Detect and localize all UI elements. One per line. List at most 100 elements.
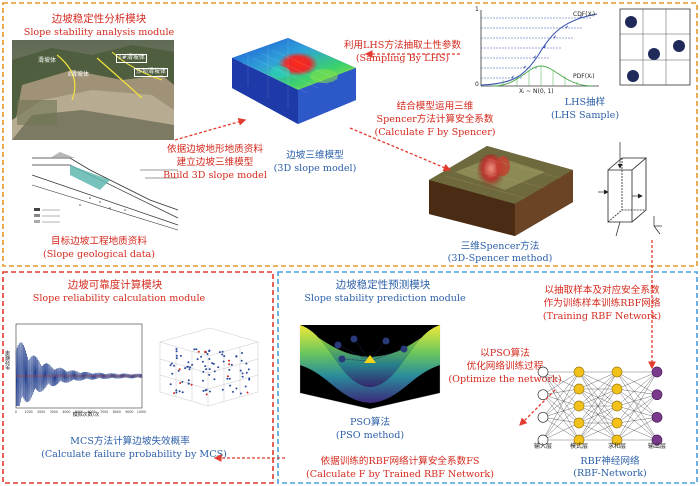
scatter-point: [217, 366, 220, 369]
scatter-point: [208, 368, 211, 371]
scatter-point: [184, 367, 187, 370]
scatter-point: [211, 362, 214, 365]
rbf-connection: [578, 405, 618, 441]
mcs-xtick: 10000: [137, 410, 146, 414]
build-model-cn-2: 建立边坡三维模型: [176, 157, 254, 168]
spencer3d-en: (3D-Spencer method): [447, 253, 553, 264]
build-model-en: Build 3D slope model: [163, 170, 267, 181]
rbf-connection: [542, 405, 580, 441]
model-caption-cn: 边坡三维模型: [286, 150, 344, 161]
geological-section: [30, 150, 180, 232]
mcs-xlabel: 模拟次数/次: [72, 412, 100, 418]
scatter-point: [235, 355, 238, 358]
scatter-point: [177, 369, 180, 372]
mcs-xtick: 3000: [50, 410, 58, 414]
scatter-point: [178, 390, 181, 393]
rbf-node: [537, 434, 549, 446]
scatter-point: [195, 348, 198, 351]
mcs-xtick: 6000: [88, 410, 96, 414]
prediction-title-en: Slope stability prediction module: [304, 293, 466, 304]
scatter-point: [205, 393, 208, 396]
scatter-point: [208, 358, 211, 360]
scatter-point: [187, 361, 190, 364]
rbf-connection: [542, 394, 580, 424]
scatter-point: [175, 389, 178, 392]
rbf-connection: [616, 388, 658, 395]
pdf-label: PDF(Xᵢ): [573, 73, 595, 80]
rbf-node: [573, 400, 585, 412]
mcs-xtick: 1000: [25, 410, 33, 414]
mcs-xtick: 8000: [113, 410, 121, 414]
rbf-node: [651, 434, 663, 446]
scatter-point: [179, 354, 182, 357]
scatter-point: [245, 371, 248, 374]
rbf-caption-en: (RBF-Network): [573, 468, 647, 479]
rbf-connection: [616, 394, 658, 407]
prediction-title-cn: 边坡稳定性预测模块: [335, 279, 431, 291]
lhs-param-en: (Sampling By LHS): [355, 53, 450, 64]
mcs-series-line: [15, 342, 143, 407]
scatter-point: [213, 378, 216, 381]
rbf-connection: [542, 371, 580, 424]
rbf-caption-cn: RBF神经网络: [580, 456, 640, 467]
photo-label-4: 沙坝滑坡体: [134, 68, 169, 77]
scatter-point: [178, 368, 181, 371]
scatter-point: [208, 350, 211, 353]
rbf-connection: [578, 371, 618, 390]
scatter-point: [187, 382, 190, 385]
mcs-xtick: 0: [15, 410, 17, 414]
scatter-point: [204, 350, 207, 353]
spencer-calc-en: (Calculate F by Spencer): [374, 127, 496, 138]
photo-label-3: Ⅱ滑坡体: [68, 71, 89, 78]
rbf-connection: [616, 388, 658, 441]
rbf-node: [651, 366, 663, 378]
lhs-param-cn: 利用LHS方法抽取土性参数: [343, 40, 462, 51]
lhs-sample-en: (LHS Sample): [550, 110, 620, 121]
scatter-point: [181, 391, 184, 394]
scatter-point: [179, 382, 182, 384]
scatter-point: [190, 383, 193, 386]
rbf-node: [611, 434, 623, 446]
scatter-point: [221, 353, 224, 356]
scatter-point: [208, 390, 211, 393]
field-photo: 滑坡体 1#滑坡体 Ⅱ滑坡体 沙坝滑坡体: [12, 40, 174, 140]
rbf-connection: [616, 394, 658, 424]
rbf-connection: [542, 388, 580, 395]
scatter-point: [240, 359, 243, 362]
scatter-point: [228, 363, 231, 366]
photo-label-2: 1#滑坡体: [116, 54, 147, 63]
trained-en: (Calculate F by Trained RBF Network): [306, 469, 494, 480]
mcs-caption-en: (Calculate failure probability by MCS): [41, 449, 227, 460]
mcs-xtick: 9000: [125, 410, 133, 414]
rbf-connection: [578, 388, 618, 441]
scatter-point: [221, 388, 224, 391]
train-en: (Training RBF Network): [542, 311, 662, 322]
scatter-point: [208, 373, 211, 376]
lhs-sample-cn: LHS抽样: [564, 97, 606, 108]
scatter-point: [226, 377, 229, 380]
spencer-calc-cn-1: 结合模型运用三维: [396, 101, 474, 112]
scatter-point: [187, 379, 190, 382]
rbf-connection: [616, 371, 658, 407]
scatter-point: [175, 350, 178, 353]
cdf-label: CDF(Xᵢ): [573, 11, 596, 18]
pso-opt-cn-1: 以PSO算法: [480, 348, 530, 359]
mcs-xtick: 4000: [62, 410, 70, 414]
scatter-point: [228, 368, 231, 371]
slope-3d-model: [228, 28, 358, 126]
rbf-connection: [616, 371, 658, 424]
rbf-layer-input: 输入层: [533, 443, 552, 450]
train-cn-2: 作为训练样本训练RBF网络: [543, 298, 661, 309]
train-cn-1: 以抽取样本及对应安全系数: [544, 285, 660, 296]
geology-caption-en: (Slope geological data): [42, 249, 156, 260]
scatter-point: [171, 372, 174, 375]
scatter-point: [175, 348, 178, 350]
scatter-point: [229, 384, 232, 387]
rbf-connection: [616, 371, 658, 390]
rbf-connection: [578, 422, 618, 441]
scatter-point: [226, 375, 229, 378]
rbf-connection: [578, 371, 618, 424]
model-caption-en: (3D slope model): [273, 163, 357, 174]
